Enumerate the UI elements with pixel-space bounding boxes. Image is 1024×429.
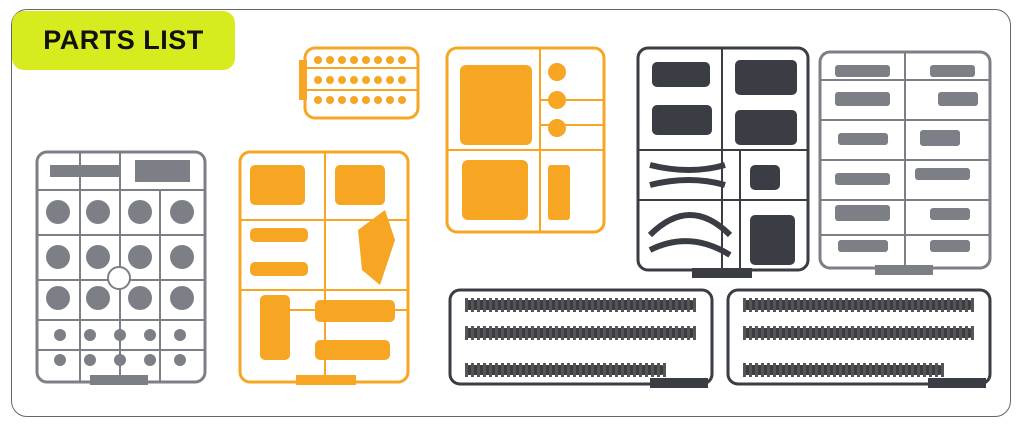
body-part: [250, 228, 308, 242]
wheel-part: [128, 286, 152, 310]
wheel-part: [128, 245, 152, 269]
orange-body-sprue-b: [445, 46, 606, 234]
page-title: PARTS LIST: [43, 25, 204, 55]
body-part: [250, 165, 305, 205]
wheel-part: [86, 200, 110, 224]
parts-list-frame: [11, 9, 1011, 417]
wheel-part: [128, 200, 152, 224]
dark-parts-sprue: [636, 46, 810, 278]
wheel-part: [46, 286, 70, 310]
wheel-part: [46, 200, 70, 224]
orange-body-sprue-a: [238, 150, 410, 385]
parts-list-label: PARTS LIST: [12, 11, 235, 70]
orange-pin-sprue: [299, 46, 420, 120]
track-sprue-right: [726, 288, 992, 388]
body-part: [250, 262, 308, 276]
wheel-part: [46, 245, 70, 269]
body-part: [260, 295, 290, 360]
gray-wheel-sprue: [35, 150, 207, 385]
wheel-part: [170, 200, 194, 224]
body-part: [335, 165, 385, 205]
body-part: [315, 300, 395, 322]
wheel-part: [86, 245, 110, 269]
body-part: [315, 340, 390, 360]
track-sprue-left: [448, 288, 714, 388]
wheel-part: [170, 286, 194, 310]
wheel-part: [86, 286, 110, 310]
gray-arm-sprue: [818, 50, 992, 275]
wheel-part: [170, 245, 194, 269]
